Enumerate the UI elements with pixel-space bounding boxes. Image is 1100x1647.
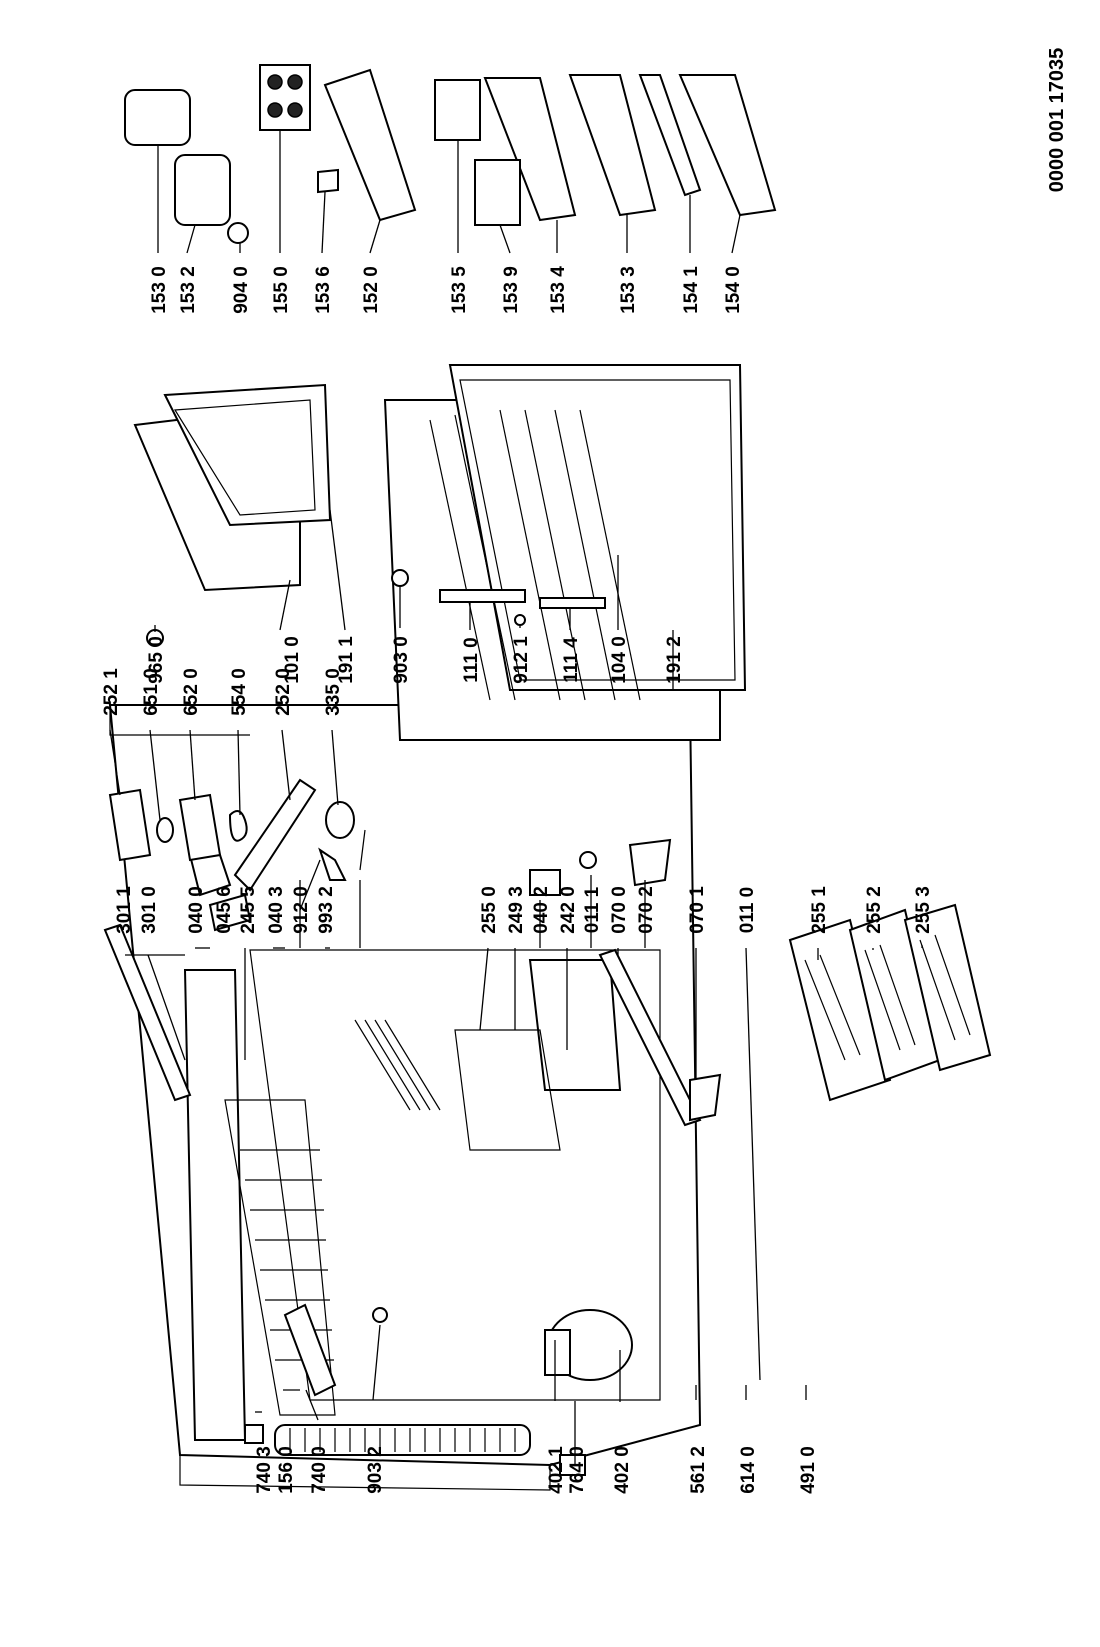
label-156-0: 156 0 bbox=[276, 1446, 297, 1494]
label-152-0: 152 0 bbox=[361, 266, 382, 314]
label-301-1: 301 1 bbox=[114, 886, 135, 934]
label-554-0: 554 0 bbox=[229, 668, 250, 716]
label-903-2: 903 2 bbox=[365, 1446, 386, 1494]
label-153-3: 153 3 bbox=[618, 266, 639, 314]
label-153-9: 153 9 bbox=[501, 266, 522, 314]
label-101-0: 101 0 bbox=[282, 636, 303, 684]
label-301-0: 301 0 bbox=[139, 886, 160, 934]
label-903-0: 903 0 bbox=[391, 636, 412, 684]
label-242-0: 242 0 bbox=[558, 886, 579, 934]
label-561-2: 561 2 bbox=[688, 1446, 709, 1494]
shelves-drawing bbox=[788, 903, 992, 1102]
door-drawing bbox=[133, 364, 747, 741]
label-255-1: 255 1 bbox=[809, 886, 830, 934]
label-191-2: 191 2 bbox=[664, 636, 685, 684]
label-651-0: 651 0 bbox=[141, 668, 162, 716]
control-parts-drawing bbox=[108, 778, 355, 892]
label-252-1: 252 1 bbox=[101, 668, 122, 716]
label-011-1: 011 1 bbox=[582, 886, 603, 933]
label-965-0: 965 0 bbox=[146, 636, 167, 684]
label-153-6: 153 6 bbox=[313, 266, 334, 314]
label-255-3: 255 3 bbox=[913, 886, 934, 934]
door-bins-drawing bbox=[124, 64, 777, 244]
label-045-6: 045 6 bbox=[214, 886, 235, 934]
label-070-1: 070 1 bbox=[687, 886, 708, 934]
label-904-0: 904 0 bbox=[231, 266, 252, 314]
label-652-0: 652 0 bbox=[181, 668, 202, 716]
document-number: 0000 001 17035 bbox=[1046, 48, 1068, 193]
label-040-2: 040 2 bbox=[531, 886, 552, 934]
label-040-3: 040 3 bbox=[266, 886, 287, 934]
label-245-5: 245 5 bbox=[238, 886, 259, 934]
label-040-0: 040 0 bbox=[186, 886, 207, 934]
label-155-0: 155 0 bbox=[271, 266, 292, 314]
label-249-3: 249 3 bbox=[506, 886, 527, 934]
label-255-2: 255 2 bbox=[864, 886, 885, 934]
label-335-0: 335 0 bbox=[323, 668, 344, 716]
label-491-0: 491 0 bbox=[798, 1446, 819, 1494]
label-111-0: 111 0 bbox=[461, 637, 482, 682]
label-912-0: 912 0 bbox=[291, 886, 312, 934]
label-614-0: 614 0 bbox=[738, 1446, 759, 1494]
label-111-4: 111 4 bbox=[561, 637, 582, 683]
leader-lines bbox=[109, 130, 923, 1465]
label-153-2: 153 2 bbox=[178, 266, 199, 314]
top-cover-and-parts bbox=[103, 829, 722, 1122]
label-402-1: 402 1 bbox=[546, 1446, 567, 1494]
label-070-0: 070 0 bbox=[609, 886, 630, 934]
label-153-4: 153 4 bbox=[548, 266, 569, 314]
label-153-0: 153 0 bbox=[149, 266, 170, 314]
label-740-3: 740 3 bbox=[254, 1446, 275, 1494]
label-993-2: 993 2 bbox=[316, 886, 337, 934]
label-255-0: 255 0 bbox=[479, 886, 500, 934]
label-104-0: 104 0 bbox=[609, 636, 630, 684]
label-191-1: 191 1 bbox=[336, 636, 357, 684]
label-740-0: 740 0 bbox=[309, 1446, 330, 1494]
label-070-2: 070 2 bbox=[636, 886, 657, 934]
label-154-0: 154 0 bbox=[723, 266, 744, 314]
label-153-5: 153 5 bbox=[449, 266, 470, 314]
label-764-0: 764 0 bbox=[567, 1446, 588, 1494]
label-011-0: 011 0 bbox=[737, 887, 758, 934]
label-154-1: 154 1 bbox=[681, 266, 702, 314]
label-402-0: 402 0 bbox=[612, 1446, 633, 1494]
label-252-0: 252 0 bbox=[273, 668, 294, 716]
part-labels: 740 3 156 0 740 0 903 2 402 1 764 0 402 … bbox=[101, 266, 934, 1494]
label-912-1: 912 1 bbox=[511, 636, 532, 684]
